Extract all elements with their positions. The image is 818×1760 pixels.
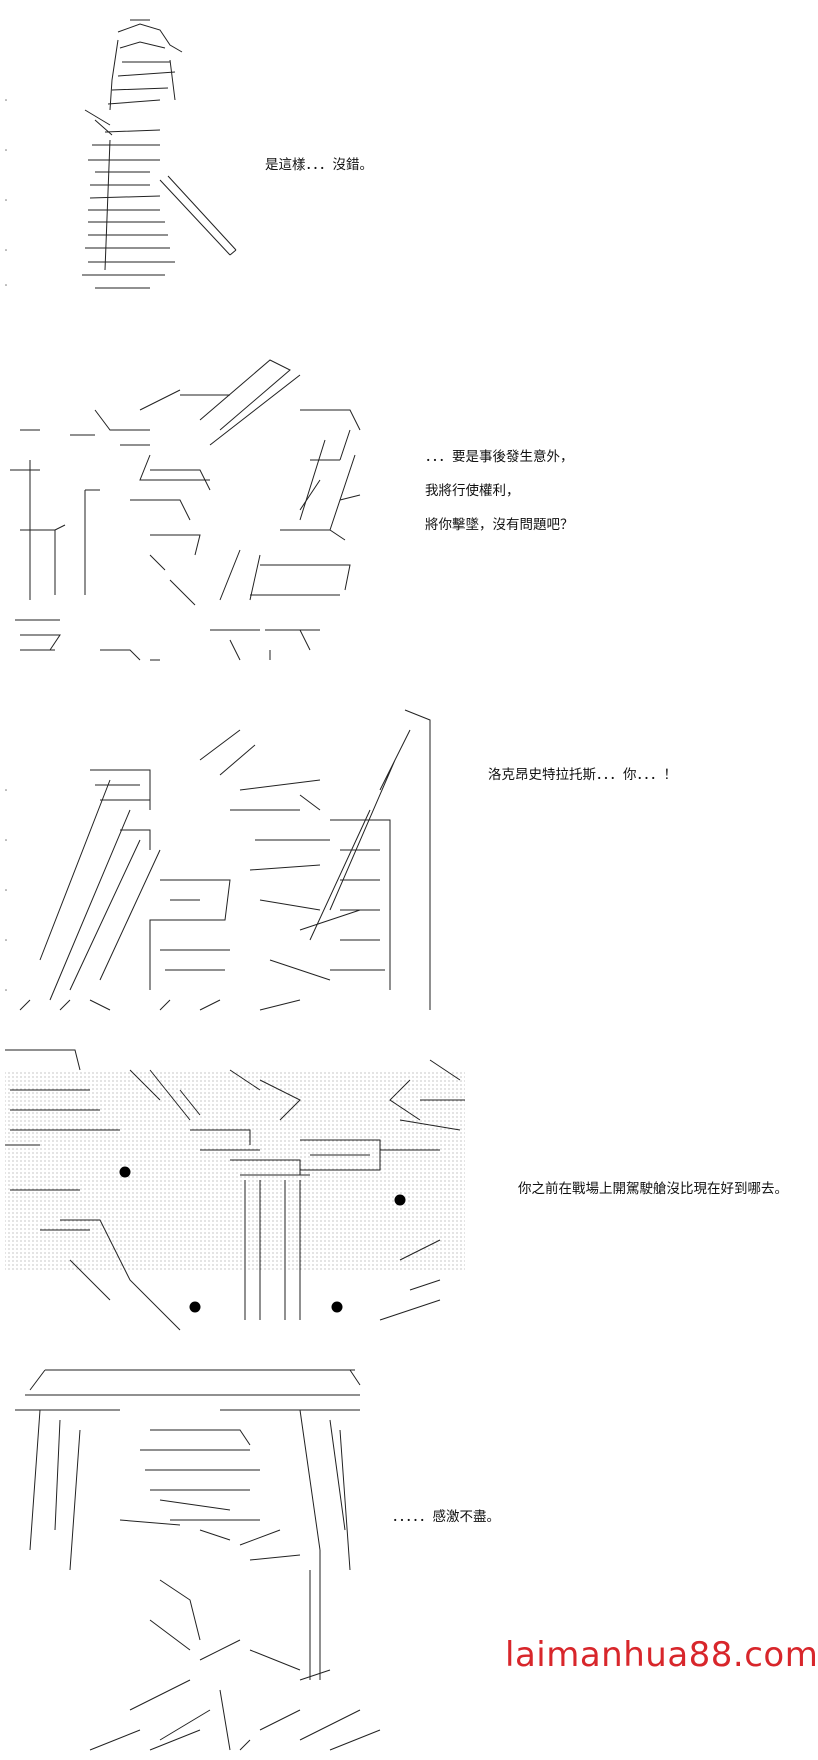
panel-1: 是這樣．．．沒錯。 (0, 0, 800, 330)
dialogue-text: ．．．要是事後發生意外， 我將行使權利， 將你擊墜，沒有問題吧？ (425, 440, 574, 542)
panel-2: ．．．要是事後發生意外， 我將行使權利， 將你擊墜，沒有問題吧？ (0, 350, 800, 680)
dialogue-line: ．．．要是事後發生意外， (425, 449, 574, 465)
dialogue-line: ．．．．．感激不盡。 (392, 1509, 500, 1525)
ascii-art-mecha-cockpit (10, 359, 361, 661)
dialogue-text: 是這樣．．．沒錯。 (265, 148, 373, 182)
ascii-art-character-bowing (15, 1369, 381, 1751)
dialogue-line: 是這樣．．．沒錯。 (265, 157, 373, 173)
dialogue-line: 我將行使權利， (425, 483, 520, 499)
dialogue-line: 你之前在戰場上開駕駛艙沒比現在好到哪去。 (518, 1181, 788, 1197)
panel-4: 你之前在戰場上開駕駛艙沒比現在好到哪去。 (0, 1040, 800, 1340)
dialogue-line: 將你擊墜，沒有問題吧？ (425, 517, 574, 533)
dialogue-text: ．．．．．感激不盡。 (392, 1500, 500, 1534)
panel-5: ．．．．．感激不盡。 (0, 1350, 800, 1760)
ascii-art-figure-standing (5, 19, 237, 289)
panel-3: 洛克昂史特拉托斯．．．你．．．！ (0, 700, 800, 1020)
dialogue-text: 你之前在戰場上開駕駛艙沒比現在好到哪去。 (518, 1172, 788, 1206)
dialogue-line: 洛克昂史特拉托斯．．．你．．．！ (488, 767, 677, 783)
ascii-art-shocked-mecha (5, 709, 431, 1011)
dialogue-text: 洛克昂史特拉托斯．．．你．．．！ (488, 758, 677, 792)
watermark-text: laimanhua88.com (505, 1635, 818, 1675)
ascii-art-cockpit-screens (5, 1049, 465, 1331)
